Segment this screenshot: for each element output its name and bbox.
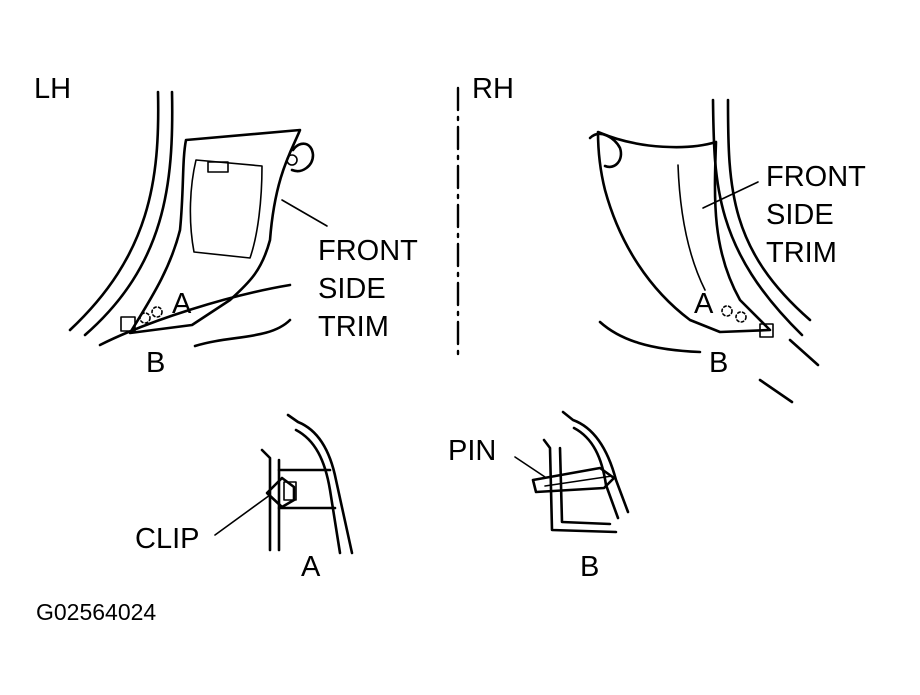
detail-b-pin xyxy=(514,410,630,534)
rh-clip-b-label: B xyxy=(709,347,729,379)
lh-trim-label-line-1: FRONT xyxy=(318,235,418,267)
detail-a-label: A xyxy=(301,551,321,583)
rh-trim-label-line-2: SIDE xyxy=(766,199,834,231)
rh-clip-a-label: A xyxy=(694,288,714,320)
rh-label: RH xyxy=(472,73,514,105)
lh-trim-label-line-3: TRIM xyxy=(318,311,389,343)
pin-label: PIN xyxy=(448,435,497,467)
detail-a-clip xyxy=(214,413,354,555)
lh-clip-a-label: A xyxy=(172,288,192,320)
clip-label: CLIP xyxy=(135,523,200,555)
lh-clip-b-label: B xyxy=(146,347,166,379)
rh-front-side-trim xyxy=(596,130,772,334)
rh-illustration xyxy=(588,98,820,404)
detail-b-label: B xyxy=(580,551,600,583)
figure-id: G02564024 xyxy=(36,599,157,625)
lh-label: LH xyxy=(34,73,72,105)
rh-trim-label-line-1: FRONT xyxy=(766,161,866,193)
rh-trim-label-line-3: TRIM xyxy=(766,237,837,269)
lh-front-side-trim xyxy=(128,128,302,335)
lh-illustration xyxy=(68,90,328,348)
lh-trim-label-line-2: SIDE xyxy=(318,273,386,305)
